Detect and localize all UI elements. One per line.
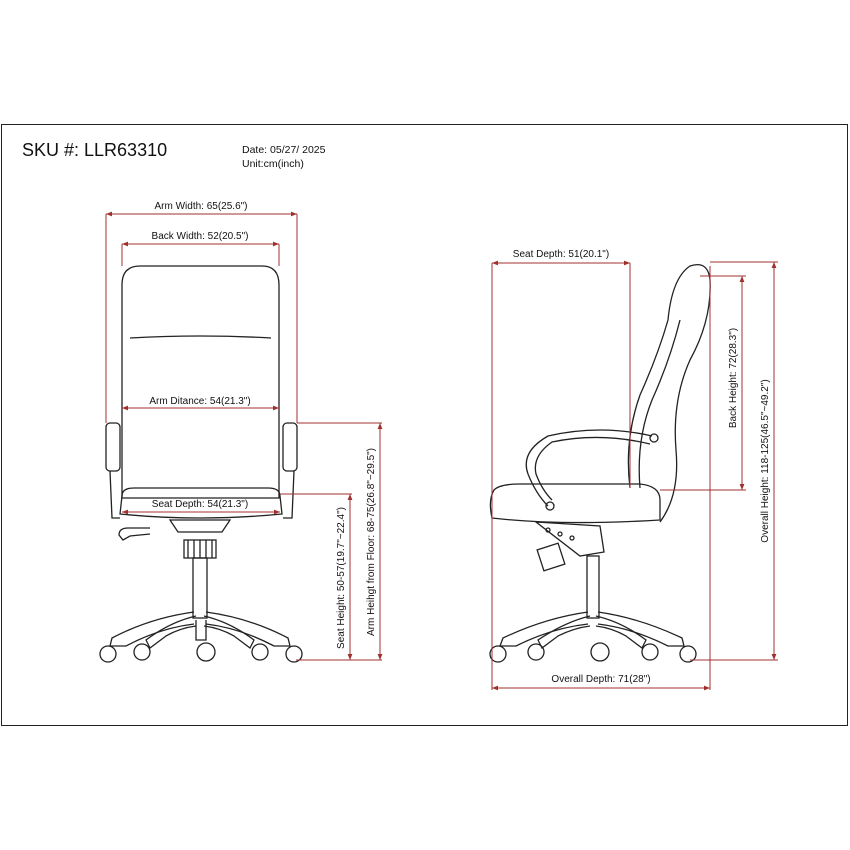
sku-label: SKU #: LLR63310 bbox=[22, 140, 168, 160]
overall-depth-label: Overall Depth: 71(28") bbox=[551, 674, 650, 685]
seat-depth-side-label: Seat Depth: 51(20.1") bbox=[513, 249, 609, 260]
seat-height-label: Seat Height: 50-57(19.7"~22.4") bbox=[336, 507, 347, 649]
overall-height-label: Overall Height: 118-125(46.5"~49.2") bbox=[760, 379, 771, 542]
drawing-frame bbox=[1, 124, 848, 726]
arm-height-label: Arm Heihgt from Floor: 68-75(26.8"~29.5"… bbox=[366, 448, 377, 636]
arm-width-label: Arm Width: 65(25.6") bbox=[154, 201, 247, 212]
seat-depth-front-label: Seat Depth: 54(21.3") bbox=[152, 499, 248, 510]
side-view-chair bbox=[489, 263, 711, 663]
back-height-label: Back Height: 72(28.3") bbox=[728, 328, 739, 428]
unit-label: Unit:cm(inch) bbox=[242, 158, 304, 170]
front-view-chair bbox=[99, 265, 303, 663]
date-label: Date: 05/27/ 2025 bbox=[242, 144, 326, 156]
arm-distance-label: Arm Ditance: 54(21.3") bbox=[149, 396, 250, 407]
back-width-label: Back Width: 52(20.5") bbox=[152, 231, 249, 242]
dimension-lines bbox=[105, 211, 778, 691]
